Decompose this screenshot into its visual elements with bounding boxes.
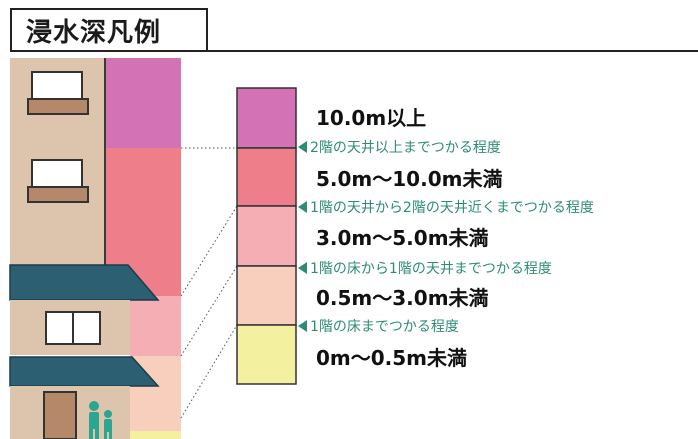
description-4: 1階の床までつかる程度	[298, 316, 459, 336]
roof-lower	[9, 356, 160, 387]
description-3: 1階の床から1階の天井までつかる程度	[298, 258, 552, 278]
triangle-marker-icon	[298, 201, 307, 213]
description-1: 2階の天井以上までつかる程度	[298, 137, 501, 157]
door-icon	[43, 391, 77, 439]
legend-swatch-3	[236, 205, 297, 267]
title-underline	[10, 50, 698, 52]
triangle-marker-icon	[298, 320, 307, 332]
legend-swatch-4	[236, 265, 297, 326]
legend-swatch-5	[236, 324, 297, 385]
window-icon	[27, 71, 89, 115]
window-icon	[27, 159, 89, 203]
level-label-5: 0m～0.5m未満	[316, 346, 468, 370]
legend-swatches	[236, 87, 297, 385]
window-icon	[45, 311, 101, 345]
depth-band-3	[130, 296, 181, 356]
connector-lines	[180, 147, 238, 419]
people-icon	[89, 401, 112, 439]
legend-swatch-1	[236, 87, 297, 149]
triangle-marker-icon	[298, 141, 307, 153]
level-label-1: 10.0m以上	[316, 106, 427, 130]
legend-title: 浸水深凡例	[26, 17, 162, 48]
level-label-2: 5.0m～10.0m未満	[316, 167, 503, 191]
depth-band-top	[105, 58, 181, 148]
depth-band-5	[130, 431, 181, 439]
level-label-4: 0.5m～3.0m未満	[316, 286, 489, 310]
legend-title-box: 浸水深凡例	[10, 8, 208, 52]
description-2: 1階の天井から2階の天井近くまでつかる程度	[298, 197, 594, 217]
level-label-3: 3.0m～5.0m未満	[316, 226, 489, 250]
roof-upper	[9, 264, 160, 301]
legend-swatch-2	[236, 147, 297, 207]
triangle-marker-icon	[298, 262, 307, 274]
